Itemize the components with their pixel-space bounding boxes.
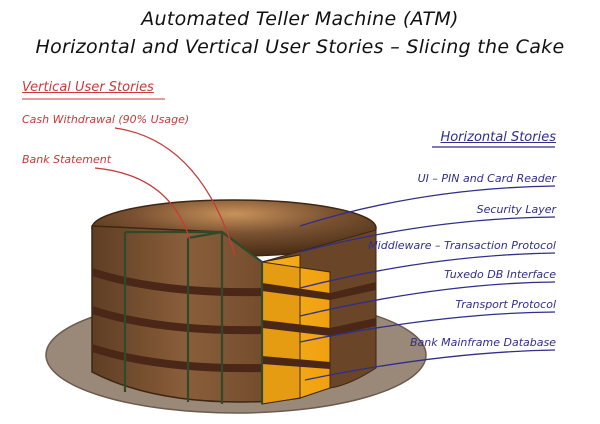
connector-transport [299, 311, 556, 343]
diagram-title-line-1: Automated Teller Machine (ATM) [141, 8, 459, 30]
connector-cash-withdrawal [114, 127, 236, 256]
connector-tuxedo [299, 281, 556, 317]
vertical-story-cash-withdrawal: Cash Withdrawal (90% Usage) [22, 113, 190, 126]
cake-filling-band-1 [92, 268, 262, 297]
horizontal-story-transport: Transport Protocol [455, 298, 556, 311]
slice-filling-band-3 [262, 356, 330, 369]
cake-filling-band-3 [92, 344, 262, 373]
back-filling-band-2 [330, 318, 376, 336]
horizontal-story-middleware: Middleware – Transaction Protocol [368, 239, 556, 252]
horizontal-story-tuxedo: Tuxedo DB Interface [444, 268, 556, 281]
vertical-stories-heading: Vertical User Stories [22, 80, 154, 95]
connector-mainframe [304, 349, 556, 381]
cake-filling-band-2 [92, 306, 262, 335]
slice-top-line-2 [187, 230, 223, 240]
slice-filling-band-1 [262, 283, 330, 300]
horizontal-story-security: Security Layer [476, 203, 556, 216]
horizontal-story-ui: UI – PIN and Card Reader [417, 172, 556, 185]
slice-filling-band-2 [262, 320, 330, 336]
diagram-title-line-2: Horizontal and Vertical User Stories – S… [35, 36, 565, 58]
connector-middleware [299, 252, 556, 289]
connector-bank-statement [94, 167, 191, 241]
connector-security [299, 216, 556, 253]
connector-ui [299, 185, 556, 227]
horizontal-story-mainframe: Bank Mainframe Database [410, 336, 556, 349]
vertical-story-bank-statement: Bank Statement [22, 153, 112, 166]
horizontal-stories-heading: Horizontal Stories [440, 130, 556, 145]
back-filling-band-1 [330, 282, 376, 300]
